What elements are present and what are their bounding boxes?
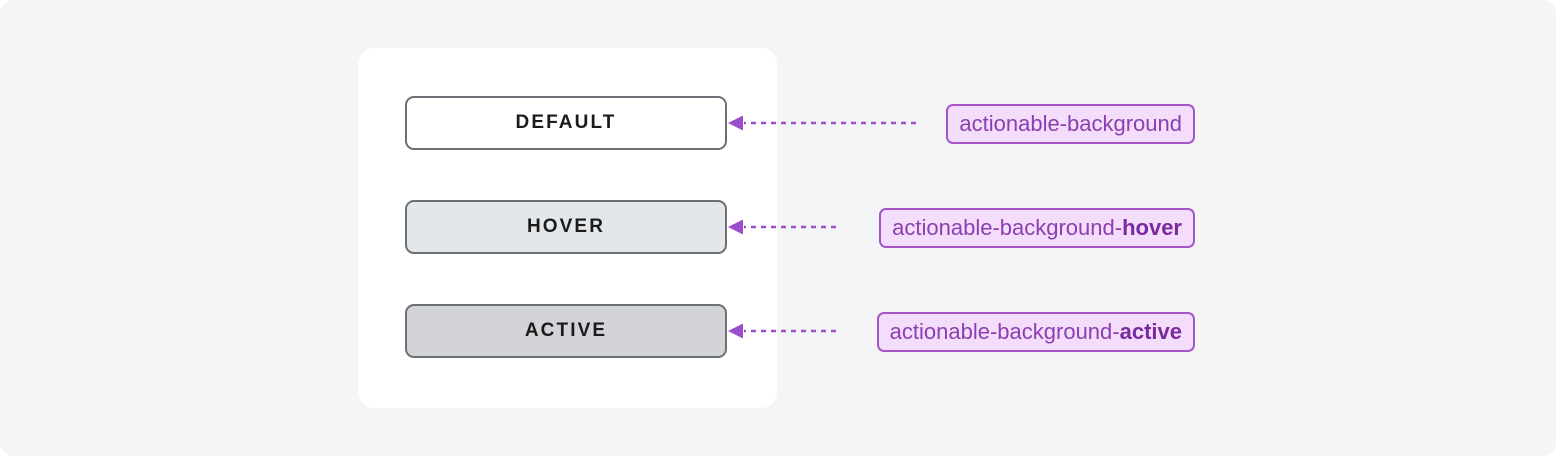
token-base-text: actionable-background- (889, 319, 1120, 344)
token-label-actionable-background: actionable-background (946, 104, 1195, 144)
button-default-state[interactable]: DEFAULT (405, 96, 727, 150)
button-label: HOVER (526, 216, 606, 237)
token-label-actionable-background-active: actionable-background-active (876, 312, 1195, 352)
button-active-state[interactable]: ACTIVE (405, 304, 727, 358)
token-base-text: actionable-background- (892, 215, 1123, 240)
button-hover-state[interactable]: HOVER (405, 200, 727, 254)
token-base-text: actionable-background (959, 111, 1182, 136)
token-label-actionable-background-hover: actionable-background-hover (879, 208, 1195, 248)
button-label: ACTIVE (524, 320, 608, 341)
token-suffix-text: hover (1122, 215, 1182, 240)
button-label: DEFAULT (515, 112, 617, 133)
token-suffix-text: active (1119, 319, 1182, 344)
